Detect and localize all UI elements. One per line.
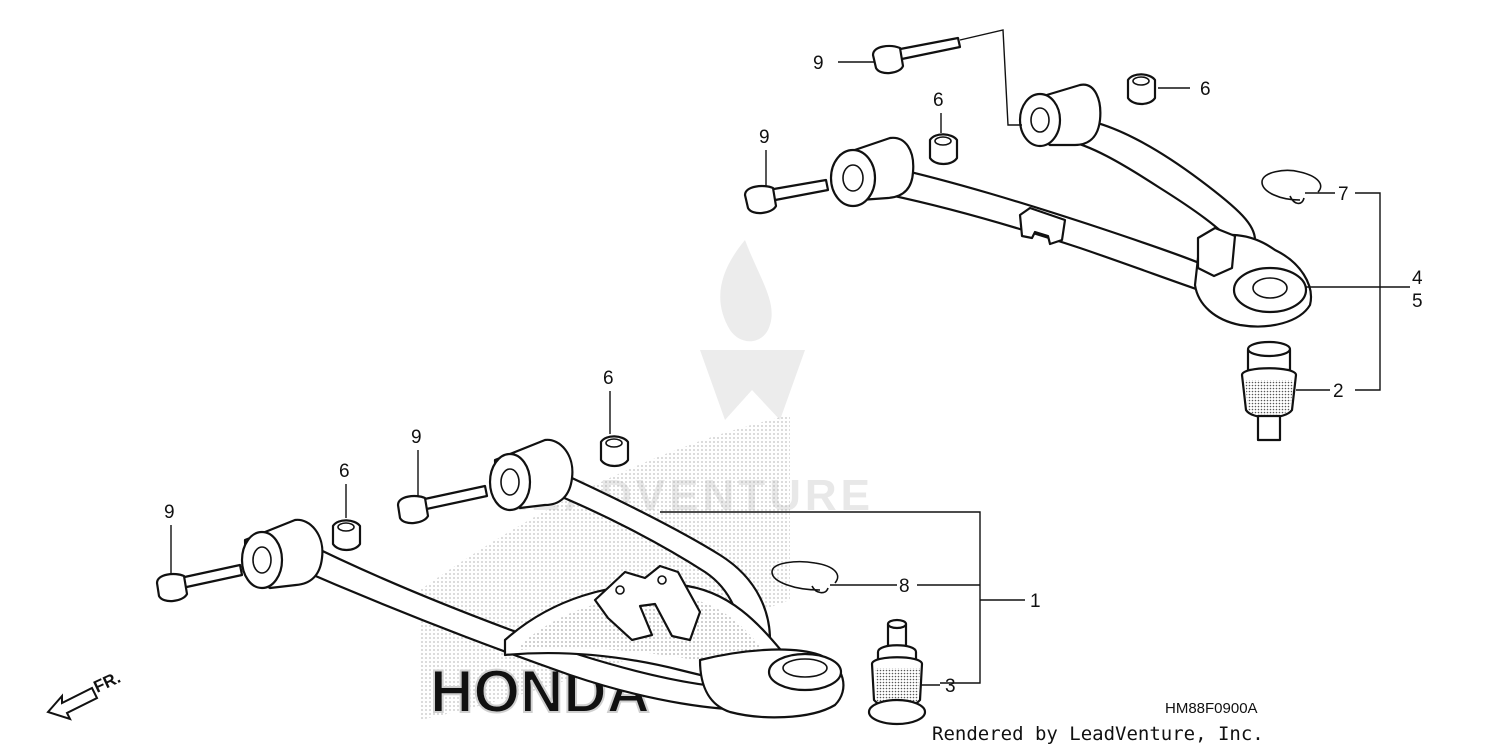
lower-front-nut — [331, 519, 362, 552]
callout-4: 4 — [1412, 268, 1423, 289]
upper-arm-front-bushing — [829, 148, 877, 208]
upper-arm-ball-socket — [1232, 266, 1308, 314]
lower-hardware — [155, 435, 927, 726]
callout-5: 5 — [1412, 291, 1423, 312]
callout-6-upper-front: 6 — [933, 90, 944, 111]
lower-arm-rear-bushing — [488, 452, 532, 512]
callout-9-lower-front: 9 — [164, 502, 175, 523]
callout-9-upper-rear: 9 — [813, 53, 824, 74]
callout-7: 7 — [1338, 184, 1349, 205]
upper-front-nut — [928, 133, 959, 166]
render-credit: Rendered by LeadVenture, Inc. — [932, 723, 1264, 745]
upper-arm-rear-bushing — [1018, 92, 1062, 148]
callout-2: 2 — [1333, 381, 1344, 402]
bolt-hex-head — [396, 494, 430, 525]
upper-rear-nut — [1126, 73, 1157, 106]
callout-6-upper-rear: 6 — [1200, 79, 1211, 100]
lower-snap-ring — [771, 560, 839, 594]
arrow-left-down-icon — [46, 686, 99, 721]
upper-arm-assembly — [829, 83, 1313, 328]
upper-arm-knuckle-block — [1196, 226, 1237, 278]
bolt-hex-head — [871, 44, 905, 75]
callout-8: 8 — [899, 576, 910, 597]
upper-front-bolt — [743, 178, 830, 215]
callout-3: 3 — [945, 676, 956, 697]
lower-ball-joint — [867, 618, 927, 726]
callout-9-upper-front: 9 — [759, 127, 770, 148]
callout-1: 1 — [1030, 591, 1041, 612]
front-direction-indicator: FR. — [46, 668, 124, 721]
lower-arm-assembly — [240, 438, 845, 719]
callout-labels: 9 6 9 6 7 4 5 2 6 9 6 9 8 1 3 — [164, 53, 1423, 697]
front-label: FR. — [91, 668, 124, 697]
upper-hardware — [743, 36, 1322, 442]
diagram-code: HM88F0900A — [1165, 700, 1258, 717]
upper-snap-ring — [1261, 169, 1322, 205]
lower-rear-nut — [599, 435, 630, 468]
upper-rear-bolt — [871, 36, 962, 75]
callout-9-lower-rear: 9 — [411, 427, 422, 448]
lower-arm-shock-mount — [593, 564, 702, 642]
callout-6-lower-rear: 6 — [603, 368, 614, 389]
upper-ball-joint — [1240, 340, 1298, 442]
upper-arm-bracket — [1018, 206, 1067, 246]
bolt-hex-head — [155, 572, 189, 603]
leader-lines — [170, 29, 1410, 686]
lower-front-bolt — [155, 563, 244, 603]
lower-rear-bolt — [396, 484, 489, 525]
callout-6-lower-front: 6 — [339, 461, 350, 482]
bolt-hex-head — [743, 184, 778, 215]
lower-arm-front-bushing — [240, 530, 284, 590]
